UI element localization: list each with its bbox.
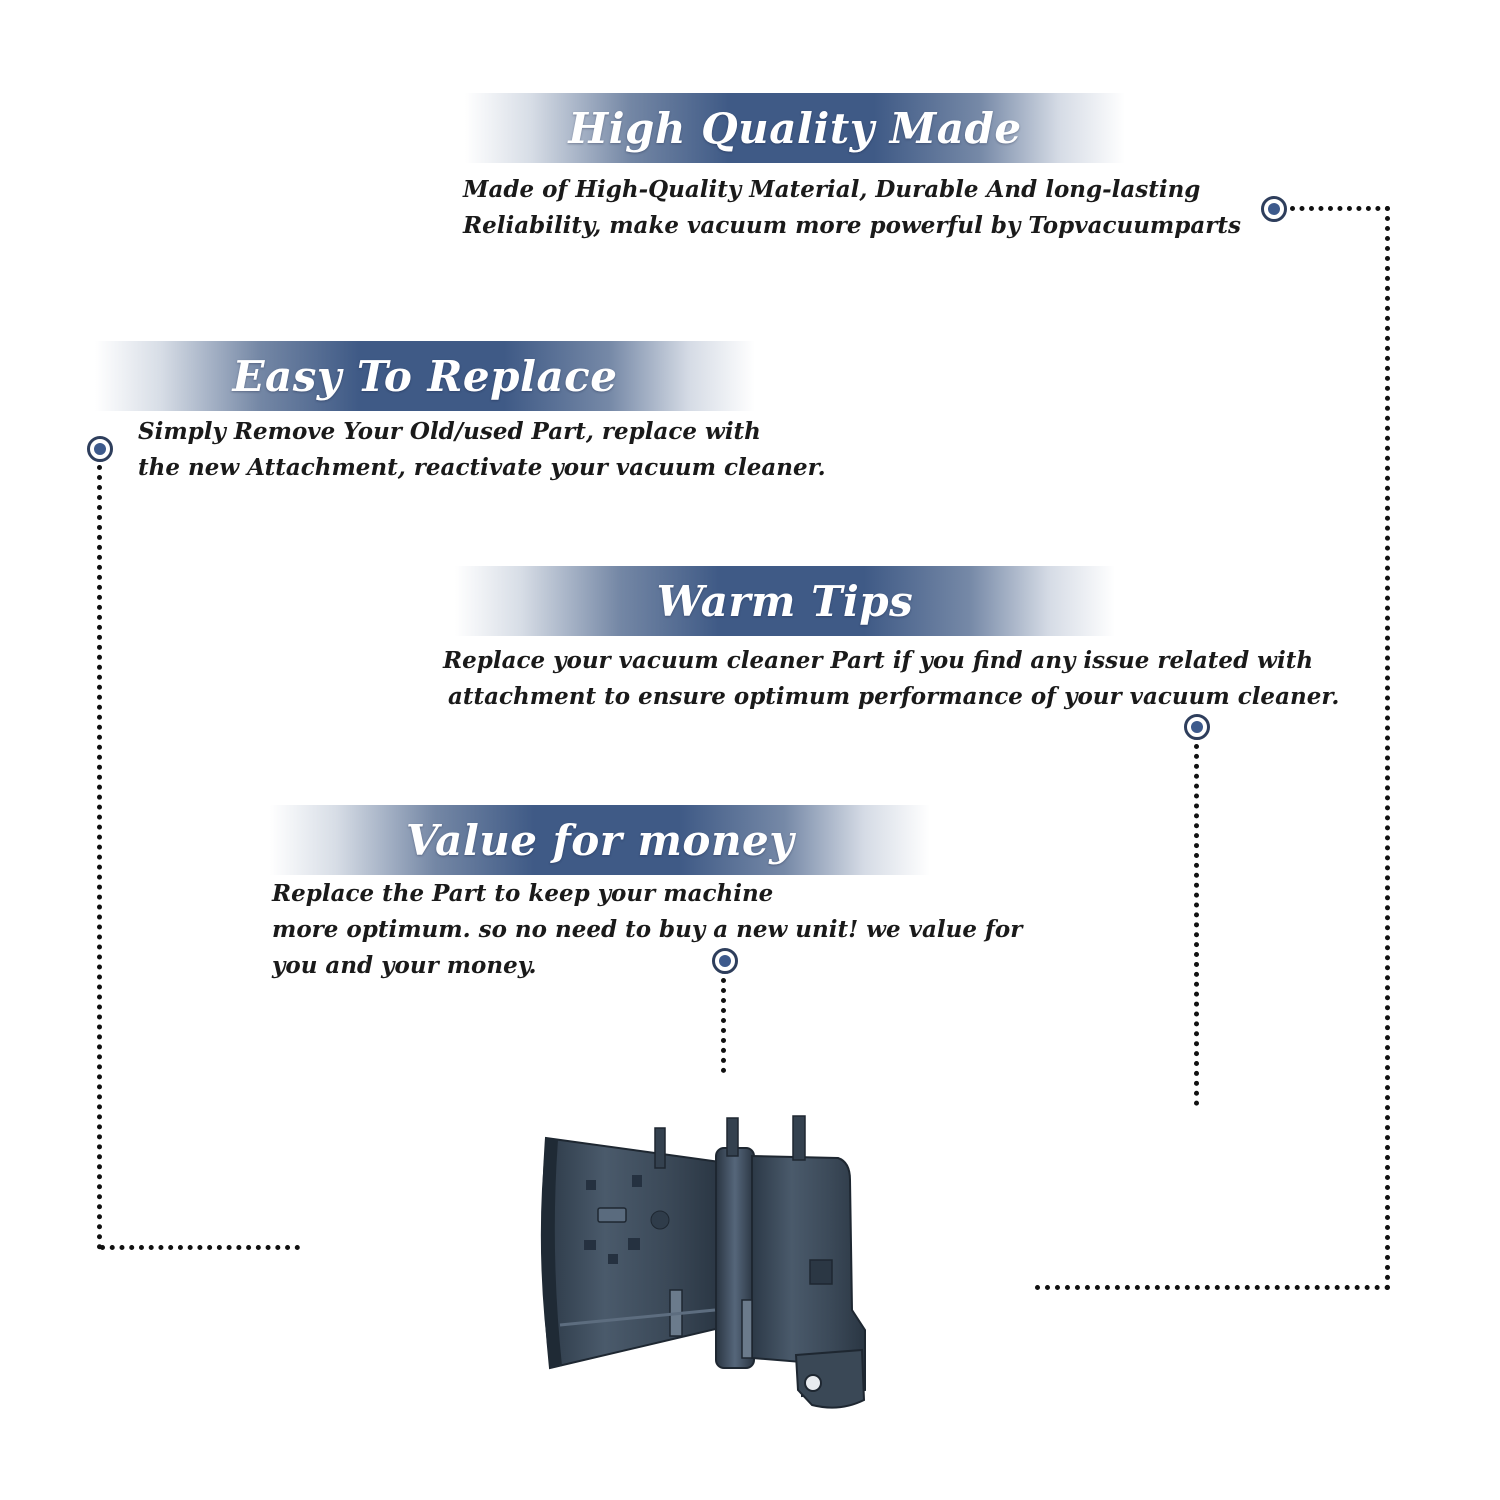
callout-marker-icon bbox=[1184, 714, 1210, 740]
feature-title: Easy To Replace bbox=[232, 351, 618, 401]
connector-line bbox=[1290, 206, 1390, 216]
feature-description-line: the new Attachment, reactivate your vacu… bbox=[138, 454, 826, 481]
feature-description-line: Reliability, make vacuum more powerful b… bbox=[463, 212, 1241, 239]
callout-marker-icon bbox=[712, 948, 738, 974]
feature-title: Value for money bbox=[405, 815, 795, 865]
callout-marker-icon bbox=[1261, 196, 1287, 222]
connector-line bbox=[1385, 206, 1395, 1291]
feature-description-line: more optimum. so no need to buy a new un… bbox=[272, 916, 1023, 943]
feature-description-easy-to-replace: Simply Remove Your Old/used Part, replac… bbox=[138, 414, 826, 486]
connector-line bbox=[1035, 1285, 1390, 1295]
feature-description-warm-tips: Replace your vacuum cleaner Part if you … bbox=[443, 643, 1339, 715]
feature-description-line: attachment to ensure optimum performance… bbox=[448, 683, 1340, 710]
feature-description-line: Replace the Part to keep your machine bbox=[272, 880, 774, 907]
feature-description-value-for-money: Replace the Part to keep your machine mo… bbox=[272, 876, 1022, 984]
callout-marker-icon bbox=[87, 436, 113, 462]
feature-description-line: you and your money. bbox=[272, 952, 537, 979]
vacuum-attachment-part-image bbox=[540, 1115, 866, 1409]
feature-description-high-quality-made: Made of High-Quality Material, Durable A… bbox=[463, 172, 1241, 244]
banner-value-for-money: Value for money bbox=[270, 805, 930, 875]
connector-line bbox=[1194, 744, 1204, 1106]
connector-line bbox=[100, 1245, 300, 1255]
connector-line bbox=[97, 465, 107, 1250]
banner-warm-tips: Warm Tips bbox=[455, 566, 1115, 636]
feature-description-line: Made of High-Quality Material, Durable A… bbox=[463, 176, 1201, 203]
banner-high-quality-made: High Quality Made bbox=[465, 93, 1125, 163]
connector-line bbox=[721, 978, 731, 1073]
feature-description-line: Simply Remove Your Old/used Part, replac… bbox=[138, 418, 761, 445]
feature-title: High Quality Made bbox=[568, 103, 1022, 153]
feature-description-line: Replace your vacuum cleaner Part if you … bbox=[443, 647, 1314, 674]
feature-title: Warm Tips bbox=[656, 576, 914, 626]
banner-easy-to-replace: Easy To Replace bbox=[95, 341, 755, 411]
